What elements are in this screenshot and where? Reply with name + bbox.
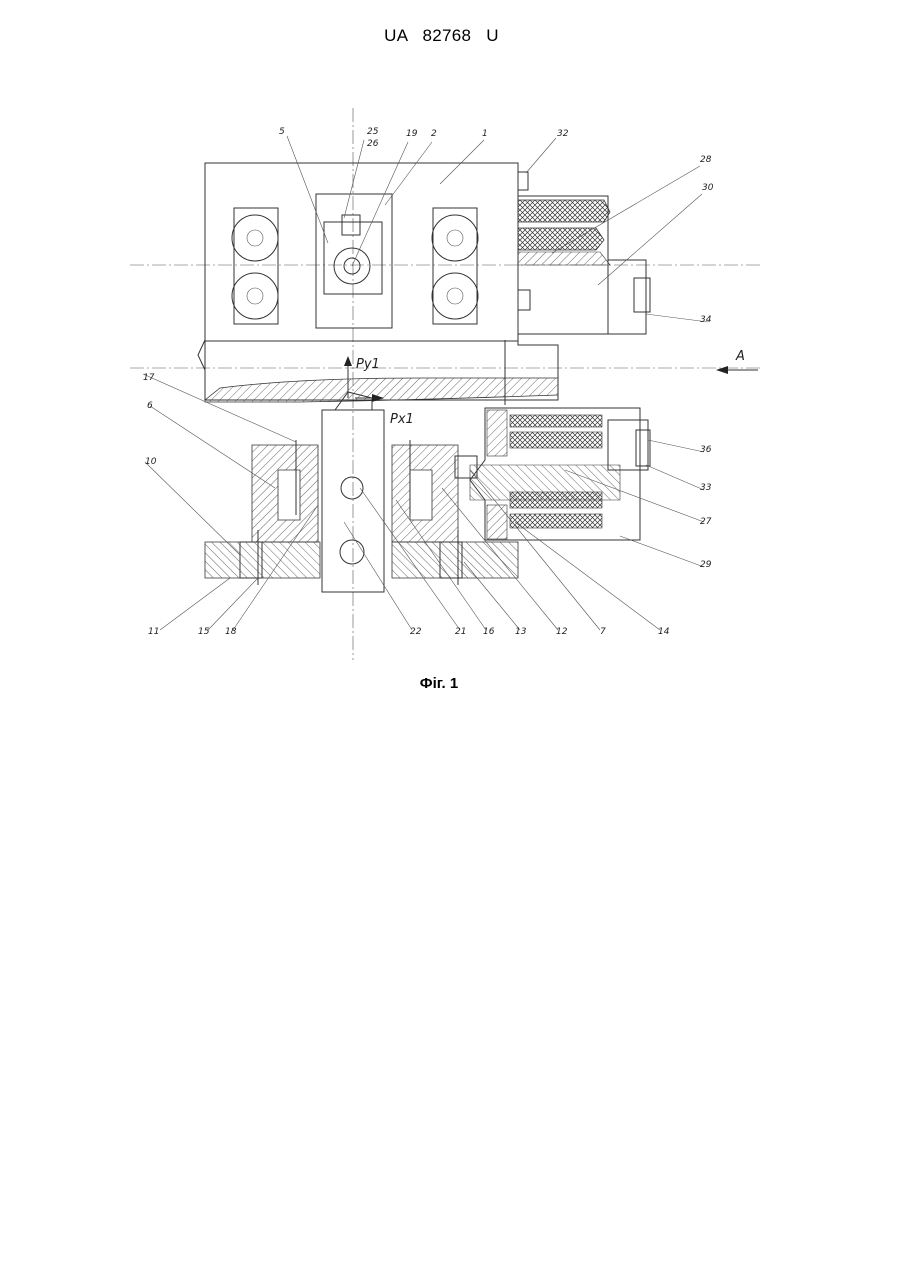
part-label-32: 32: [557, 129, 569, 139]
view-label-a: A: [735, 349, 745, 364]
part-label-7: 7: [600, 627, 606, 637]
view-arrow-a: [716, 366, 758, 374]
part-label-13: 13: [515, 627, 527, 637]
technical-drawing: Py1 Px1 A 5 25 26 19 2: [0, 0, 901, 700]
part-label-2: 2: [431, 129, 437, 139]
part-label-12: 12: [556, 627, 568, 637]
part-label-36: 36: [700, 445, 712, 455]
part-label-18: 18: [225, 627, 237, 637]
part-label-15: 15: [198, 627, 210, 637]
part-label-14: 14: [658, 627, 670, 637]
part-label-11: 11: [148, 627, 159, 637]
part-label-5: 5: [279, 127, 285, 137]
part-label-25: 25: [367, 127, 379, 137]
electromagnet-lower: [455, 408, 650, 540]
part-label-6: 6: [147, 401, 153, 411]
part-label-27: 27: [700, 517, 712, 527]
part-label-1: 1: [482, 129, 488, 139]
part-label-10: 10: [145, 457, 157, 467]
part-label-22: 22: [410, 627, 422, 637]
part-label-17: 17: [143, 373, 155, 383]
part-label-29: 29: [700, 560, 712, 570]
part-label-33: 33: [700, 483, 712, 493]
roller-block-left: [232, 208, 278, 324]
figure-caption: Фіг. 1: [0, 675, 878, 692]
part-label-34: 34: [700, 315, 712, 325]
force-label-py1: Py1: [356, 357, 380, 372]
part-label-30: 30: [702, 183, 714, 193]
part-label-26: 26: [367, 139, 379, 149]
lower-holders: [205, 440, 518, 585]
part-label-16: 16: [483, 627, 495, 637]
part-label-28: 28: [700, 155, 712, 165]
part-label-21: 21: [455, 627, 466, 637]
roller-block-right: [432, 208, 478, 324]
electromagnet-upper: [518, 172, 650, 334]
force-label-px1: Px1: [390, 412, 414, 427]
part-label-19: 19: [406, 129, 418, 139]
